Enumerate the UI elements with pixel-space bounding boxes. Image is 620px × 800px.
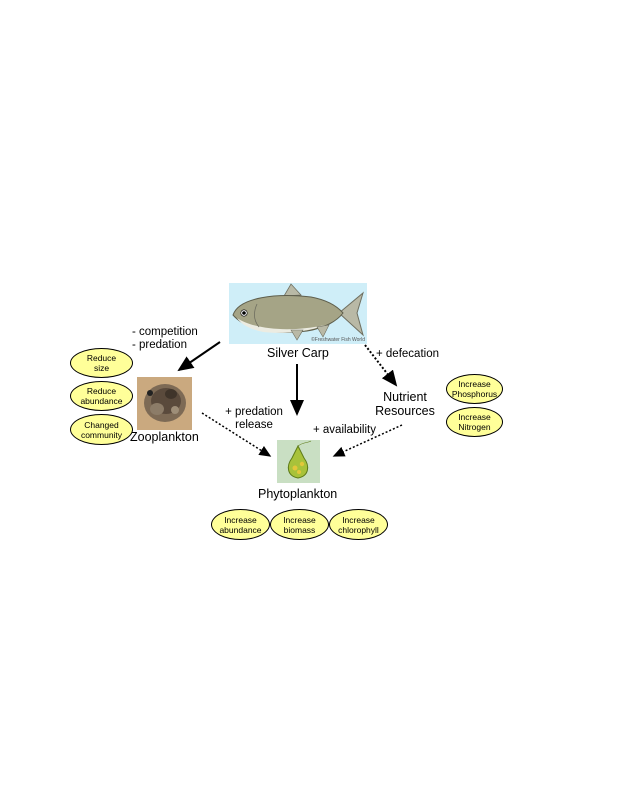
effect-text: Increase abundance [219,514,262,535]
phytoplankton-label: Phytoplankton [258,487,338,501]
nutrient-resources-label: Nutrient Resources [375,390,435,418]
effect-oval: Increase abundance [211,509,270,540]
effect-oval: Increase chlorophyll [329,509,388,540]
effect-oval: Reduce abundance [70,381,133,411]
zooplankton-image [137,377,192,430]
edge-label-defecation: + defecation [376,348,439,360]
arrow-zooplankton-to-phytoplankton [201,412,272,457]
effect-oval: Increase Phosphorus [446,374,503,404]
effect-text: Increase chlorophyll [338,514,379,535]
edge-label-availability: + availability [313,424,376,436]
edge-label-competition-predation: - competition - predation [132,326,198,351]
effect-oval: Increase Nitrogen [446,407,503,437]
zooplankton-label: Zooplankton [130,430,199,444]
arrow-carp-to-zooplankton [177,341,221,372]
effect-text: Increase Phosphorus [451,379,498,399]
effect-text: Increase Nitrogen [458,412,491,432]
silver-carp-label: Silver Carp [267,346,329,360]
arrow-carp-to-nutrient [364,344,398,387]
silver-carp-image: ©Freshwater Fish World [229,283,367,344]
effect-text: Reduce size [86,353,117,373]
effect-text: Changed community [80,419,123,440]
edge-label-predation-release: + predation release [225,406,283,431]
effect-text: Increase biomass [283,514,316,535]
arrow-nutrient-to-phytoplankton [332,424,403,457]
phytoplankton-image [277,440,320,483]
effect-text: Reduce abundance [80,386,123,406]
effect-oval: Reduce size [70,348,133,378]
fish-credit: ©Freshwater Fish World [311,337,365,343]
effect-oval: Changed community [70,414,133,445]
effect-oval: Increase biomass [270,509,329,540]
